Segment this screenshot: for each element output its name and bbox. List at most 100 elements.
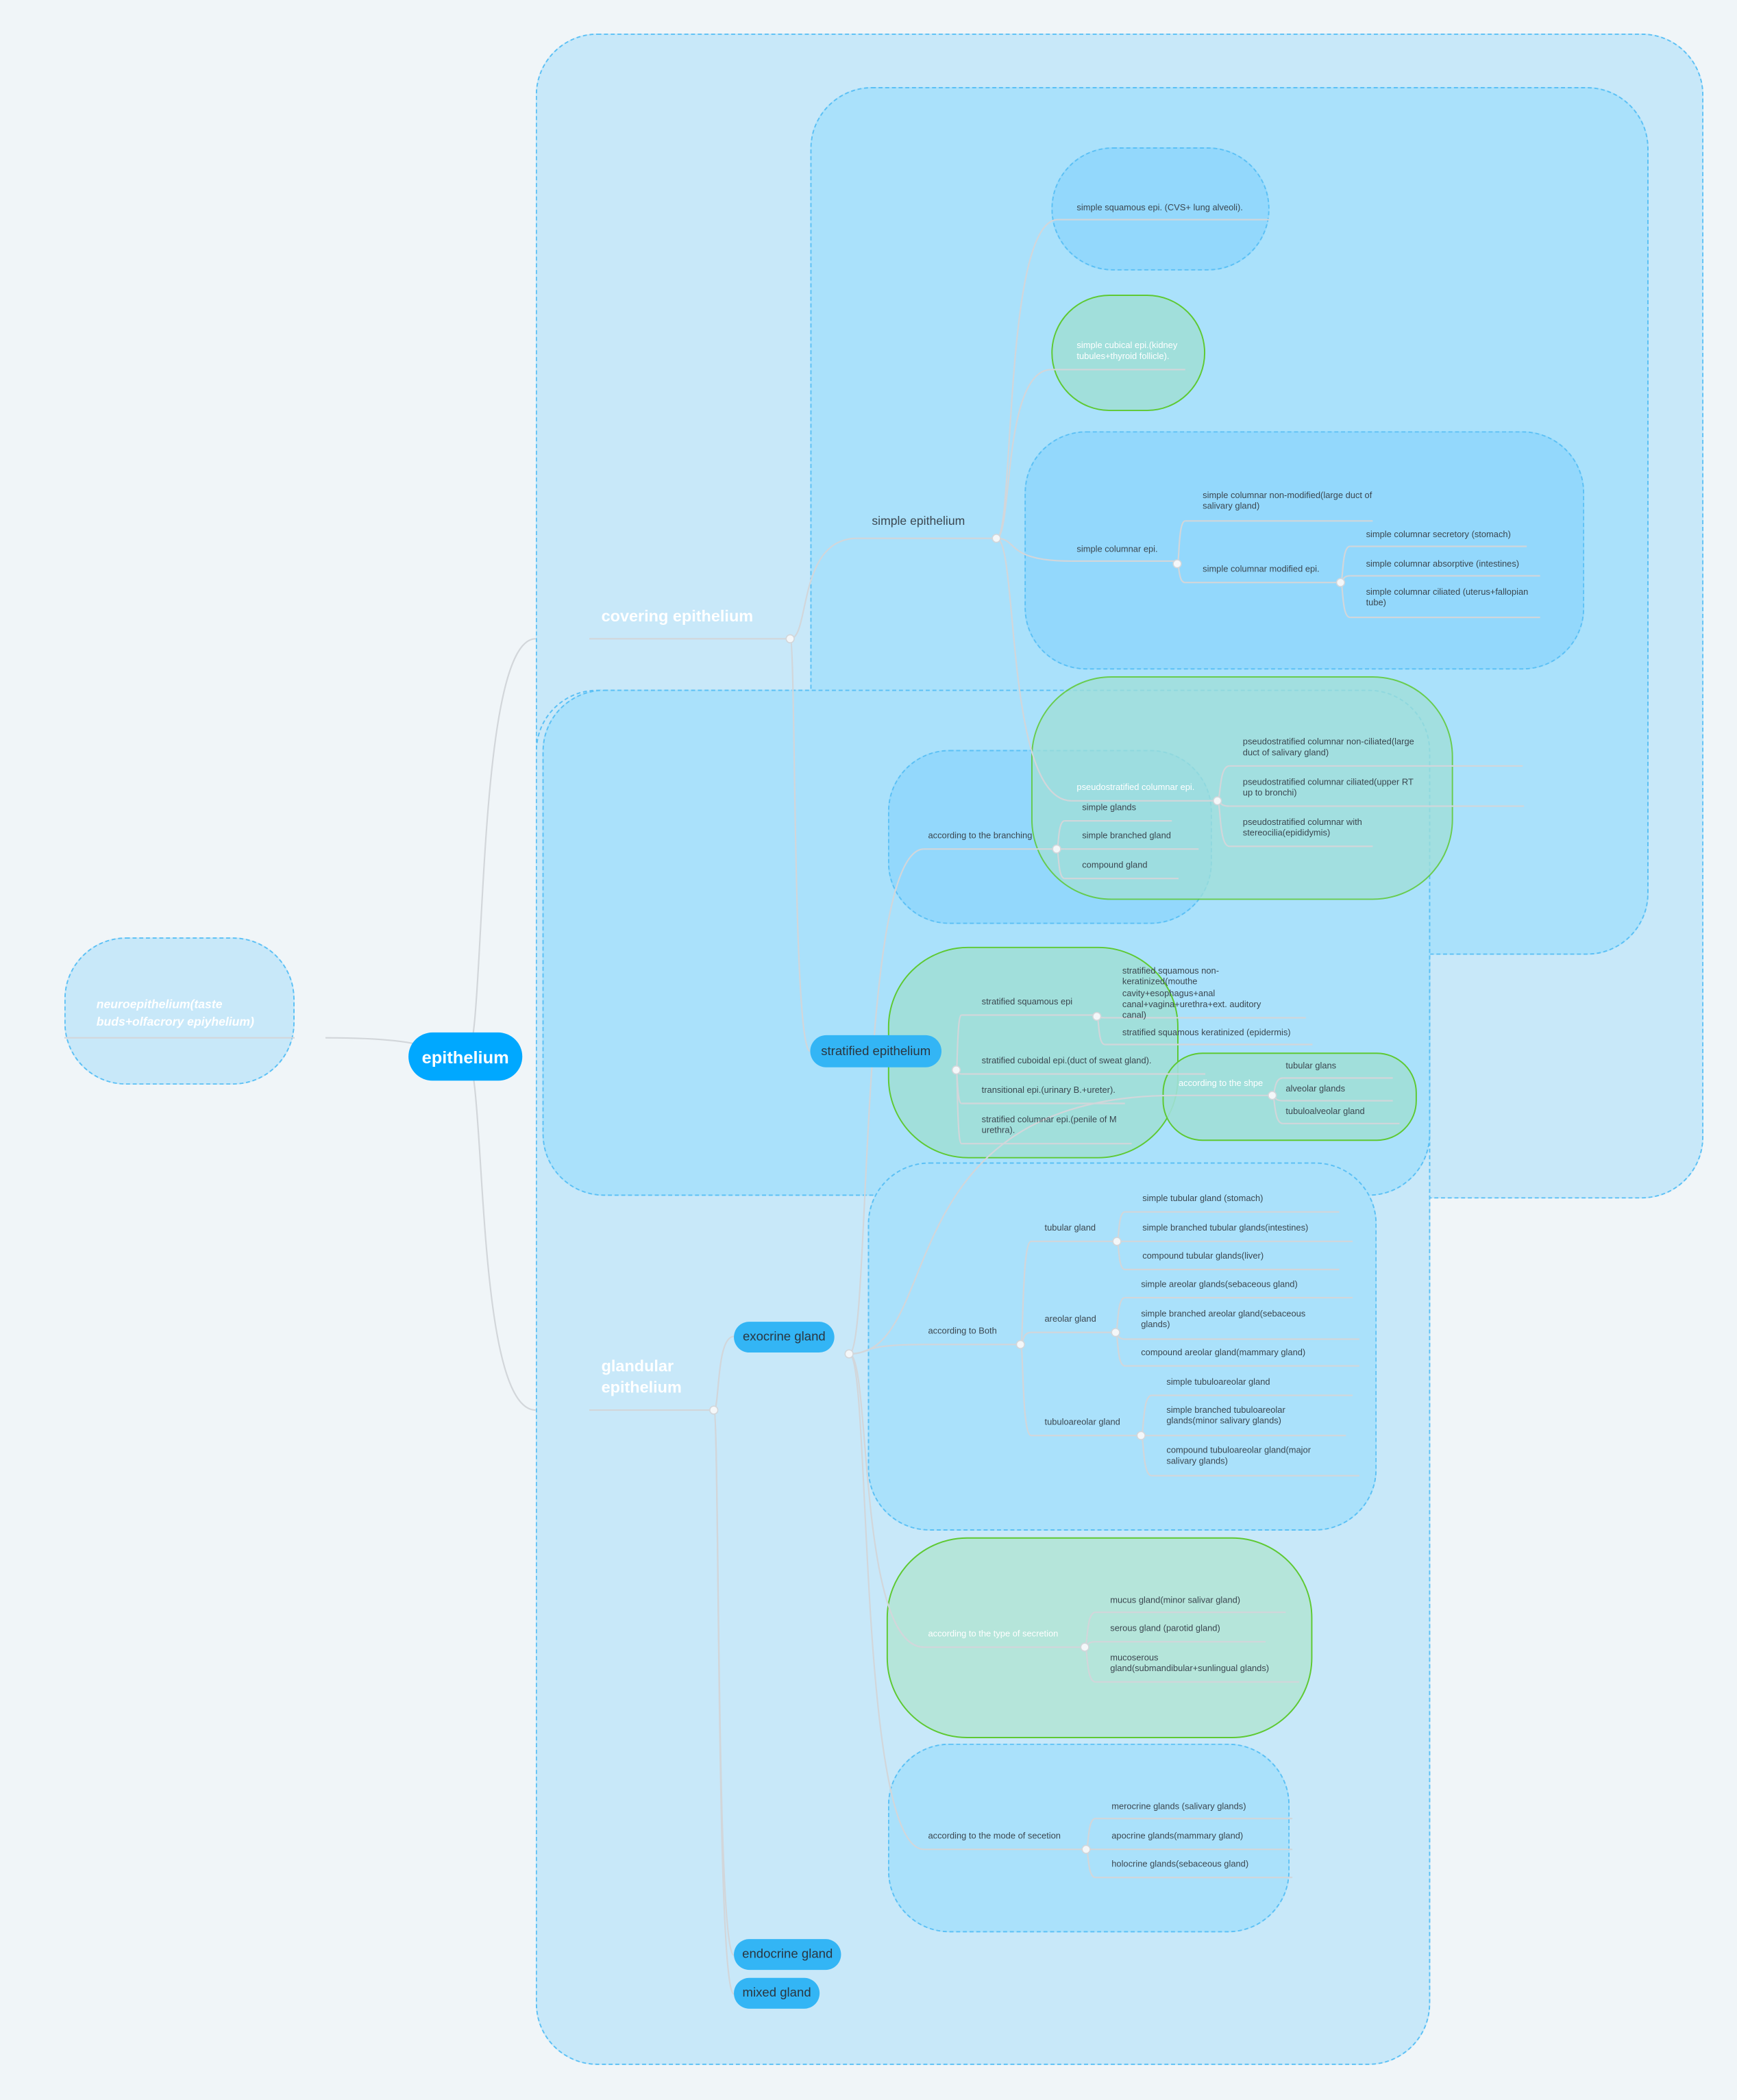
connector	[789, 638, 811, 1052]
node-columnar-absorptive[interactable]: simple columnar absorptive (intestines)	[1366, 559, 1520, 569]
node-transitional[interactable]: transitional epi.(urinary B.+ureter).	[981, 1085, 1116, 1096]
node-according-branching[interactable]: according to the branching	[928, 831, 1033, 841]
node-simple-epithelium[interactable]: simple epithelium	[872, 513, 965, 528]
node-according-shape[interactable]: according to the shpe	[1178, 1078, 1264, 1089]
connector	[955, 1069, 963, 1145]
root-node-epithelium[interactable]: epithelium	[408, 1032, 523, 1081]
node-simple-branched-gland[interactable]: simple branched gland	[1082, 831, 1171, 841]
node-compound-gland[interactable]: compound gland	[1082, 861, 1148, 871]
node-simple-tubular[interactable]: simple tubular gland (stomach)	[1142, 1194, 1264, 1204]
branch-collapse-dot[interactable]	[1172, 559, 1182, 569]
node-stratified-epithelium[interactable]: stratified epithelium	[810, 1035, 942, 1067]
mode-boundary	[887, 1743, 1290, 1933]
branch-collapse-dot[interactable]	[951, 1065, 961, 1075]
node-columnar-secretory[interactable]: simple columnar secretory (stomach)	[1366, 530, 1511, 540]
cubical-boundary	[1051, 294, 1206, 412]
connector	[1056, 848, 1065, 880]
node-according-mode[interactable]: according to the mode of secetion	[928, 1831, 1061, 1842]
node-merocrine[interactable]: merocrine glands (salivary glands)	[1111, 1802, 1246, 1812]
connector	[848, 1352, 924, 1648]
node-keratinized[interactable]: stratified squamous keratinized (epiderm…	[1122, 1028, 1291, 1038]
branch-collapse-dot[interactable]	[1052, 844, 1061, 854]
node-compound-tubular[interactable]: compound tubular glands(liver)	[1142, 1252, 1264, 1261]
connector	[996, 369, 1052, 539]
pseudostratified-boundary	[1031, 676, 1453, 900]
node-simple-areolar[interactable]: simple areolar glands(sebaceous gland)	[1141, 1280, 1298, 1289]
branch-collapse-dot[interactable]	[1081, 1844, 1091, 1854]
node-compound-areolar[interactable]: compound areolar gland(mammary gland)	[1141, 1348, 1306, 1358]
branch-collapse-dot[interactable]	[1080, 1642, 1089, 1652]
node-compound-tubuloareolar[interactable]: compound tubuloareolar gland(major saliv…	[1166, 1446, 1311, 1467]
node-glandular-epithelium[interactable]: glandular epithelium	[601, 1356, 682, 1397]
branch-collapse-dot[interactable]	[709, 1405, 719, 1415]
node-tubuloareolar-gland[interactable]: tubuloareolar gland	[1044, 1418, 1120, 1428]
connector	[849, 1094, 1177, 1355]
branch-collapse-dot[interactable]	[1335, 578, 1346, 587]
branch-collapse-dot[interactable]	[785, 634, 795, 643]
branch-collapse-dot[interactable]	[1136, 1431, 1146, 1440]
connector	[1216, 800, 1230, 848]
shape-boundary	[1162, 1052, 1417, 1141]
branch-collapse-dot[interactable]	[1111, 1328, 1120, 1337]
node-simple-glands[interactable]: simple glands	[1082, 803, 1137, 813]
node-according-both[interactable]: according to Both	[928, 1326, 997, 1337]
node-mucoserous-gland[interactable]: mucoserous gland(submandibular+sunlingua…	[1110, 1653, 1270, 1675]
connector	[1140, 1435, 1153, 1477]
node-simple-tubuloareolar[interactable]: simple tubuloareolar gland	[1166, 1377, 1270, 1387]
both-boundary	[867, 1162, 1377, 1531]
node-simple-columnar[interactable]: simple columnar epi.	[1076, 545, 1158, 554]
node-endocrine-gland[interactable]: endocrine gland	[734, 1939, 841, 1971]
node-tubuloalveolar-gland[interactable]: tubuloalveolar gland	[1285, 1107, 1365, 1117]
connector	[848, 848, 924, 1355]
node-columnar-non-modified[interactable]: simple columnar non-modified(large duct …	[1203, 491, 1372, 512]
branch-collapse-dot[interactable]	[844, 1349, 854, 1359]
node-columnar-ciliated[interactable]: simple columnar ciliated (uterus+fallopi…	[1366, 587, 1529, 608]
branch-collapse-dot[interactable]	[1015, 1339, 1025, 1349]
node-apocrine[interactable]: apocrine glands(mammary gland)	[1111, 1831, 1244, 1842]
branch-collapse-dot[interactable]	[991, 534, 1001, 543]
node-columnar-modified[interactable]: simple columnar modified epi.	[1203, 565, 1320, 575]
node-simple-branched-areolar[interactable]: simple branched areolar gland(sebaceous …	[1141, 1309, 1306, 1331]
node-holocrine[interactable]: holocrine glands(sebaceous gland)	[1111, 1860, 1249, 1870]
node-according-secretion[interactable]: according to the type of secretion	[928, 1629, 1059, 1639]
branch-collapse-dot[interactable]	[1112, 1237, 1122, 1246]
node-simple-cubical[interactable]: simple cubical epi.(kidney tubules+thyro…	[1076, 341, 1178, 362]
node-mixed-gland[interactable]: mixed gland	[734, 1977, 820, 2009]
branch-collapse-dot[interactable]	[1092, 1011, 1102, 1022]
node-simple-branched-tubular[interactable]: simple branched tubular glands(intestine…	[1142, 1224, 1309, 1233]
node-non-keratinized[interactable]: stratified squamous non-keratinized(mout…	[1122, 966, 1261, 1022]
node-covering-epithelium[interactable]: covering epithelium	[601, 606, 754, 626]
connector	[1020, 1344, 1032, 1437]
node-pseudo-stereocilia[interactable]: pseudostratified columnar with stereocil…	[1242, 817, 1362, 839]
node-pseudo-non-ciliated[interactable]: pseudostratified columnar non-ciliated(l…	[1242, 737, 1414, 758]
node-exocrine-gland[interactable]: exocrine gland	[734, 1322, 835, 1353]
node-pseudostratified[interactable]: pseudostratified columnar epi.	[1076, 782, 1195, 793]
connector	[996, 537, 1072, 563]
node-stratified-squamous[interactable]: stratified squamous epi	[981, 997, 1073, 1007]
node-alveolar-glands[interactable]: alveolar glands	[1285, 1084, 1346, 1094]
node-areolar-gland[interactable]: areolar gland	[1044, 1314, 1096, 1324]
branch-collapse-dot[interactable]	[1268, 1091, 1277, 1100]
node-neuroepithelium[interactable]: neuroepithelium(taste buds+olfacrory epi…	[96, 997, 254, 1028]
node-serous-gland[interactable]: serous gland (parotid gland)	[1110, 1624, 1220, 1634]
node-tubular-glans[interactable]: tubular glans	[1285, 1061, 1337, 1072]
secretion-boundary	[886, 1537, 1313, 1738]
columnar-boundary	[1024, 431, 1585, 670]
connector	[1340, 582, 1351, 619]
connector	[789, 537, 857, 640]
connector	[996, 537, 1072, 802]
node-pseudo-ciliated[interactable]: pseudostratified columnar ciliated(upper…	[1242, 778, 1414, 799]
squamous-boundary	[1051, 147, 1270, 271]
node-tubular-gland[interactable]: tubular gland	[1044, 1224, 1096, 1233]
node-mucus-gland[interactable]: mucus gland(minor salivar gland)	[1110, 1596, 1241, 1606]
connector	[955, 1014, 963, 1071]
node-simple-squamous[interactable]: simple squamous epi. (CVS+ lung alveoli)…	[1076, 203, 1243, 213]
connector	[465, 1056, 536, 1411]
node-simple-branched-tubuloareolar[interactable]: simple branched tubuloareolar glands(min…	[1166, 1405, 1285, 1426]
node-stratified-columnar[interactable]: stratified columnar epi.(penile of M ure…	[981, 1115, 1117, 1136]
connector	[713, 1335, 735, 1411]
node-stratified-cuboidal[interactable]: stratified cuboidal epi.(duct of sweat g…	[981, 1056, 1152, 1066]
branch-collapse-dot[interactable]	[1212, 796, 1222, 806]
